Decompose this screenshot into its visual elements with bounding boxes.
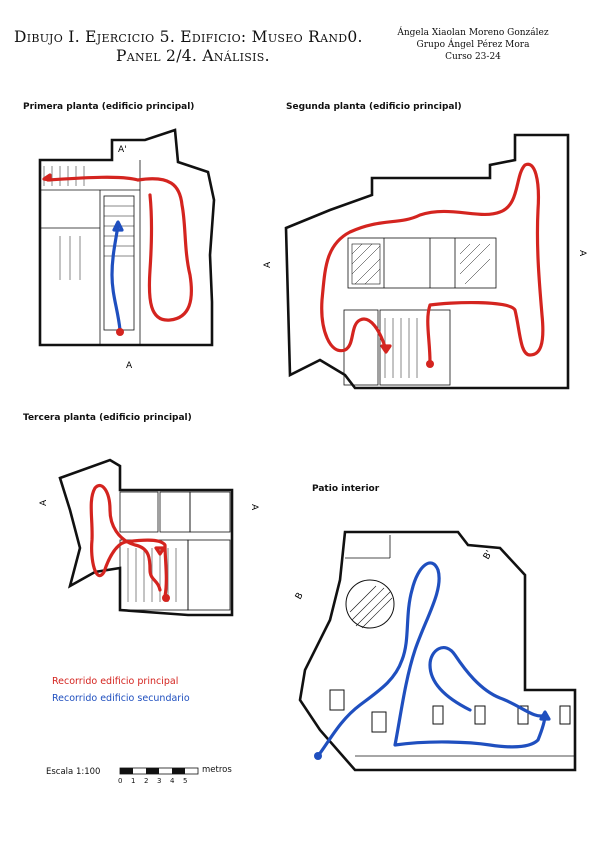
title-line-1: Dibujo I. Ejercicio 5. Edificio: Museo R… bbox=[14, 28, 363, 46]
svg-text:B': B' bbox=[482, 549, 495, 561]
scale-tick: 4 bbox=[170, 777, 175, 785]
svg-text:A: A bbox=[263, 261, 273, 268]
scale-unit: metros bbox=[202, 765, 232, 775]
svg-text:B: B bbox=[294, 591, 306, 601]
title-line-2: Panel 2/4. Análisis. bbox=[116, 47, 270, 65]
floor-plan-patio: B B' bbox=[294, 530, 577, 772]
scale-tick: 0 bbox=[118, 777, 123, 785]
svg-text:A: A bbox=[39, 499, 49, 506]
plan-label-third-floor: Tercera planta (edificio principal) bbox=[23, 413, 192, 423]
scale-tick: 5 bbox=[183, 777, 188, 785]
svg-text:A: A bbox=[249, 504, 259, 511]
svg-text:A': A' bbox=[118, 145, 127, 155]
scale-tick: 1 bbox=[131, 777, 136, 785]
author-group: Grupo Ángel Pérez Mora bbox=[416, 40, 530, 50]
author-block: Ángela Xiaolan Moreno González Grupo Áng… bbox=[373, 27, 573, 63]
legend-secondary-route: Recorrido edificio secundario bbox=[52, 693, 190, 704]
author-name: Ángela Xiaolan Moreno González bbox=[397, 28, 549, 38]
scale-tick: 2 bbox=[144, 777, 149, 785]
author-course: Curso 23-24 bbox=[445, 52, 501, 62]
scale-label: Escala 1:100 bbox=[46, 767, 101, 777]
floor-plan-first: A' A bbox=[38, 128, 216, 371]
page-title: Dibujo I. Ejercicio 5. Edificio: Museo R… bbox=[14, 28, 414, 66]
plan-label-patio: Patio interior bbox=[312, 484, 380, 494]
scale-bar bbox=[119, 767, 199, 775]
svg-text:A: A bbox=[577, 250, 587, 257]
scale-tick: 3 bbox=[157, 777, 162, 785]
plan-label-first-floor: Primera planta (edificio principal) bbox=[23, 102, 195, 112]
floor-plan-third: A A bbox=[39, 458, 259, 617]
plan-label-second-floor: Segunda planta (edificio principal) bbox=[286, 102, 462, 112]
floor-plan-second: A A bbox=[263, 133, 587, 390]
legend-main-route: Recorrido edificio principal bbox=[52, 676, 179, 687]
svg-text:A: A bbox=[126, 361, 133, 371]
